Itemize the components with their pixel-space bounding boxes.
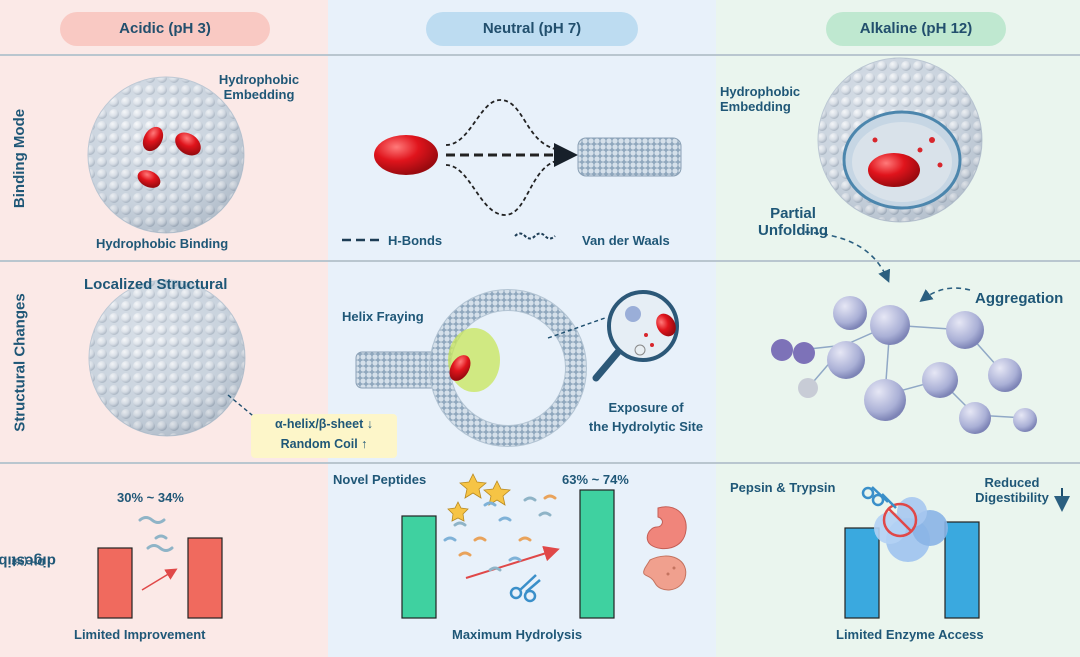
ligand-blob: [142, 126, 164, 152]
ligand-blob: [449, 355, 471, 381]
hbonds-legend-label: H-Bonds: [388, 233, 443, 248]
aggregation-label: Aggregation: [975, 290, 1064, 307]
alk-caption: Limited Enzyme Access: [836, 627, 984, 642]
no-access-icon: [882, 502, 918, 538]
row-divider-middle: [0, 260, 1080, 262]
acid-protein-sphere: [87, 76, 245, 234]
row-divider-top: [0, 54, 1080, 56]
row-divider-bottom: [0, 462, 1080, 464]
aggregate-clusters: [771, 296, 1037, 434]
acid-caption: Limited Improvement: [74, 627, 206, 642]
peptide-chain: [577, 137, 682, 177]
ligand-blob: [175, 132, 201, 156]
stomach-icon: [646, 506, 687, 550]
vdw-legend-label: Van der Waals: [582, 233, 670, 248]
scissors-icon: [861, 486, 897, 509]
header-acidic: Acidic (pH 3): [60, 12, 270, 46]
secondary-structure-box: α-helix/β-sheet ↓Random Coil ↑: [251, 414, 397, 458]
alk-bars: [844, 486, 1070, 619]
scissors-icon: [509, 574, 541, 603]
magnifier-icon: [607, 290, 679, 362]
header-alkaline: Alkaline (pH 12): [826, 12, 1006, 46]
acid-dh-range: 30% ~ 34%: [117, 490, 184, 505]
ligand-blob: [374, 135, 438, 175]
enzymes-label: Pepsin & Trypsin: [730, 480, 836, 495]
intestine-icon: [643, 555, 687, 591]
acid-bars: [97, 516, 223, 619]
novel-peptides-label: Novel Peptides: [333, 472, 427, 487]
neutral-caption: Maximum Hydrolysis: [452, 627, 583, 642]
acid-structural-title: Localized Structural: [84, 276, 228, 293]
helix-fraying-label: Helix Fraying: [342, 309, 424, 324]
ligand-blob: [137, 170, 161, 188]
neutral-dh-range: 63% ~ 74%: [562, 472, 629, 487]
ligand-blob: [868, 153, 920, 187]
header-neutral: Neutral (pH 7): [426, 12, 638, 46]
acid-binding-label: Hydrophobic Binding: [96, 236, 229, 251]
neutral-bars: [401, 473, 687, 619]
